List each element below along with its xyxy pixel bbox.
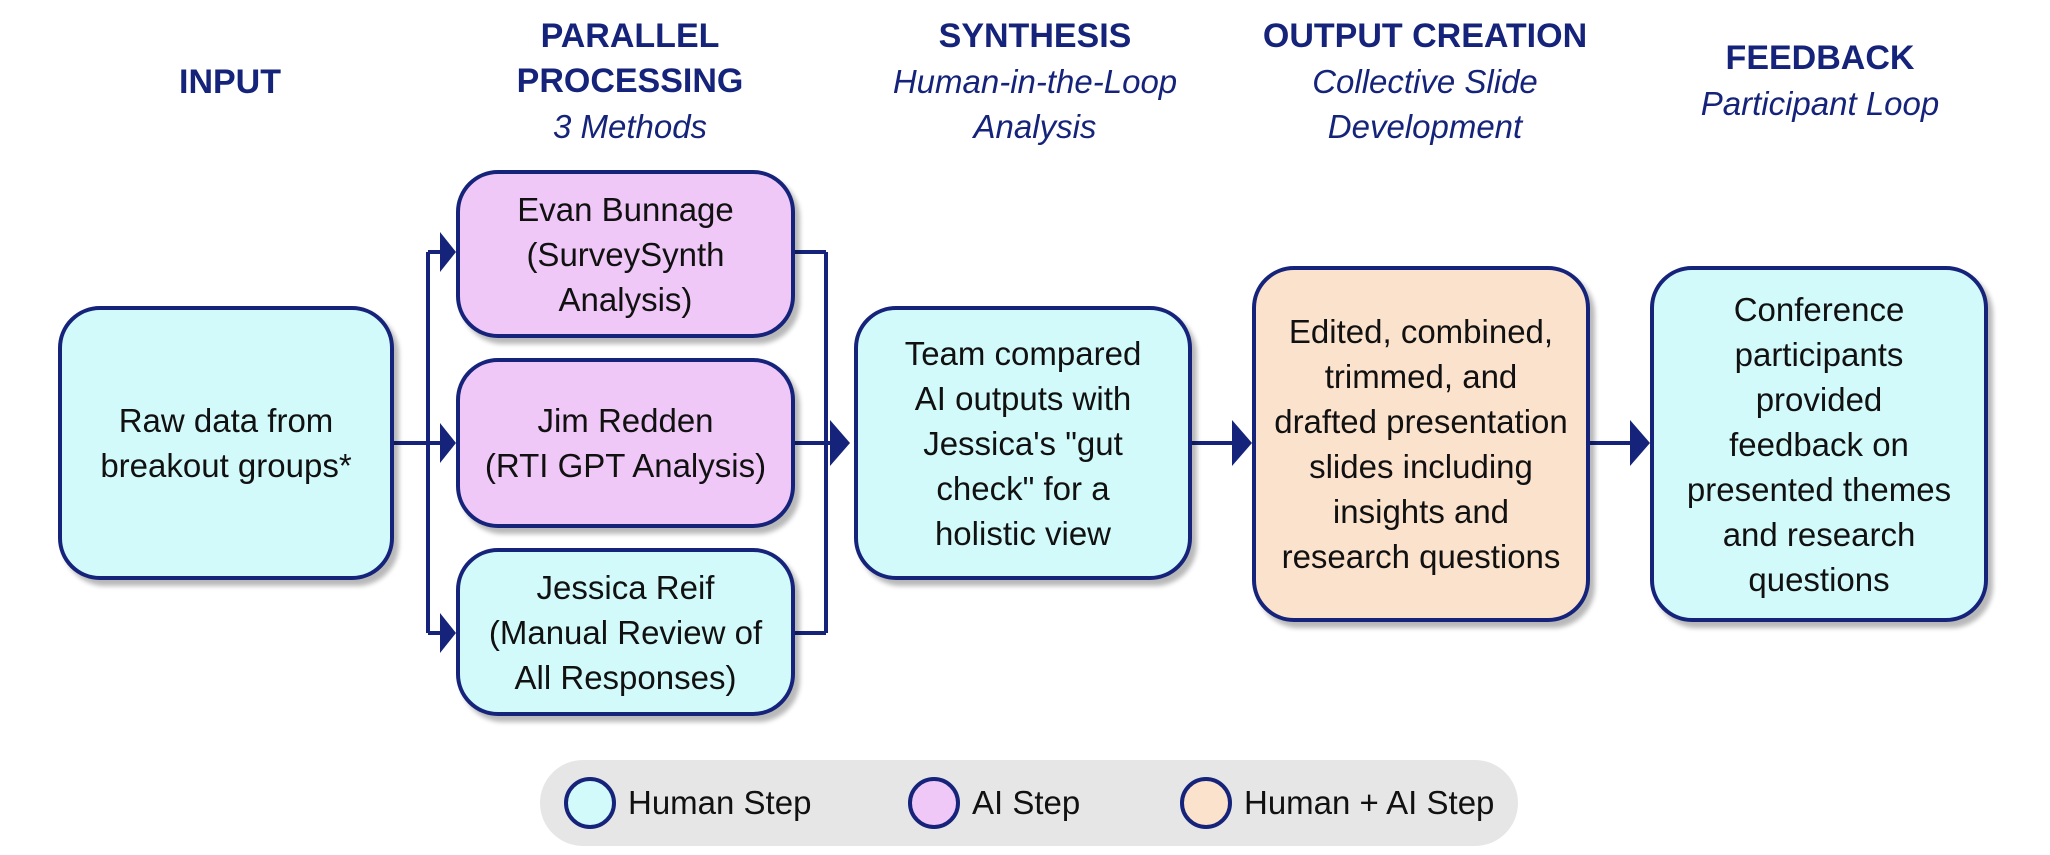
synthesis-node-line1: Team compared (904, 334, 1142, 372)
legend-label-human: Human Step (628, 784, 812, 821)
connector-arrowheads (440, 232, 1650, 653)
header-synthesis-title: SYNTHESIS (938, 17, 1132, 55)
header-feedback-subtitle: Participant Loop (1700, 85, 1940, 122)
evan-node-line3: Analysis) (558, 280, 693, 318)
output-creation-node: Edited, combined, trimmed, and drafted p… (1252, 266, 1590, 622)
connector-lines (394, 250, 1630, 635)
header-output-subtitle-line1: Collective Slide (1312, 63, 1538, 100)
output-node-line1: Edited, combined, (1288, 313, 1554, 350)
synthesis-node: Team compared AI outputs with Jessica's … (854, 306, 1192, 580)
legend-item-human: Human Step (564, 773, 811, 833)
legend-swatch-human (564, 777, 616, 829)
header-input-title: INPUT (179, 63, 281, 101)
arrowhead-to-feedback (1630, 420, 1650, 466)
header-synthesis-subtitle-line2: Analysis (973, 108, 1097, 145)
arrowhead-to-evan (440, 232, 456, 272)
arrowhead-to-jim (440, 423, 456, 463)
jessica-node-line2: (Manual Review of (488, 613, 763, 651)
synthesis-node-line3: Jessica's "gut (923, 424, 1123, 462)
header-output-title: OUTPUT CREATION (1262, 17, 1588, 55)
evan-node-line2: (SurveySynth (526, 235, 725, 273)
synthesis-node-line5: holistic view (934, 514, 1112, 552)
header-synthesis: SYNTHESIS Human-in-the-Loop Analysis (860, 14, 1210, 149)
synthesis-node-line2: AI outputs with (914, 379, 1132, 417)
header-feedback-title: FEEDBACK (1725, 39, 1915, 77)
header-parallel-processing: PARALLEL PROCESSING 3 Methods (470, 14, 790, 149)
header-parallel-title-line1: PARALLEL (540, 17, 720, 55)
arrowhead-to-jessica (440, 613, 456, 653)
jim-node-line1: Jim Redden (537, 402, 714, 439)
input-node-line2: breakout groups* (100, 447, 352, 484)
input-node: Raw data from breakout groups* (58, 306, 394, 580)
jessica-node-line3: All Responses) (514, 658, 737, 696)
output-node-line4: slides including (1309, 448, 1533, 485)
legend-item-human-ai: Human + AI Step (1180, 773, 1494, 833)
header-input: INPUT (130, 60, 330, 105)
legend-label-ai: AI Step (972, 784, 1081, 821)
feedback-node-line3: feedback on (1729, 425, 1909, 463)
feedback-node-line6: questions (1748, 560, 1890, 598)
jim-redden-node: Jim Redden (RTI GPT Analysis) (456, 358, 795, 528)
feedback-node-line4: presented themes (1686, 470, 1952, 508)
header-synthesis-subtitle-line1: Human-in-the-Loop (892, 63, 1178, 100)
header-output-subtitle-line2: Development (1327, 108, 1523, 145)
evan-bunnage-node: Evan Bunnage (SurveySynth Analysis) (456, 170, 795, 338)
input-node-line1: Raw data from (118, 402, 334, 439)
legend-swatch-ai (908, 777, 960, 829)
header-parallel-subtitle: 3 Methods (552, 108, 708, 145)
output-node-line2: trimmed, and (1324, 358, 1518, 395)
header-feedback: FEEDBACK Participant Loop (1660, 36, 1980, 126)
header-output-creation: OUTPUT CREATION Collective Slide Develop… (1250, 14, 1600, 149)
arrowhead-to-output (1232, 420, 1252, 466)
legend-swatch-human-ai (1180, 777, 1232, 829)
legend-item-ai: AI Step (908, 773, 1080, 833)
evan-node-line1: Evan Bunnage (517, 190, 734, 228)
legend-label-human-ai: Human + AI Step (1244, 784, 1495, 821)
output-node-line3: drafted presentation (1274, 403, 1568, 440)
synthesis-node-line4: check" for a (936, 469, 1110, 507)
header-parallel-title-line2: PROCESSING (516, 62, 744, 100)
feedback-node: Conference participants provided feedbac… (1650, 266, 1988, 622)
arrowhead-to-synthesis (830, 420, 850, 466)
output-node-line5: insights and (1332, 493, 1510, 530)
output-node-line6: research questions (1281, 538, 1561, 575)
jim-node-line2: (RTI GPT Analysis) (484, 447, 767, 484)
jessica-reif-node: Jessica Reif (Manual Review of All Respo… (456, 548, 795, 716)
feedback-node-line2: participants provided (1734, 335, 1904, 418)
feedback-node-line5: and research (1722, 515, 1916, 553)
legend: Human Step AI Step Human + AI Step (540, 760, 1518, 846)
feedback-node-line1: Conference (1733, 290, 1905, 328)
jessica-node-line1: Jessica Reif (536, 568, 715, 606)
